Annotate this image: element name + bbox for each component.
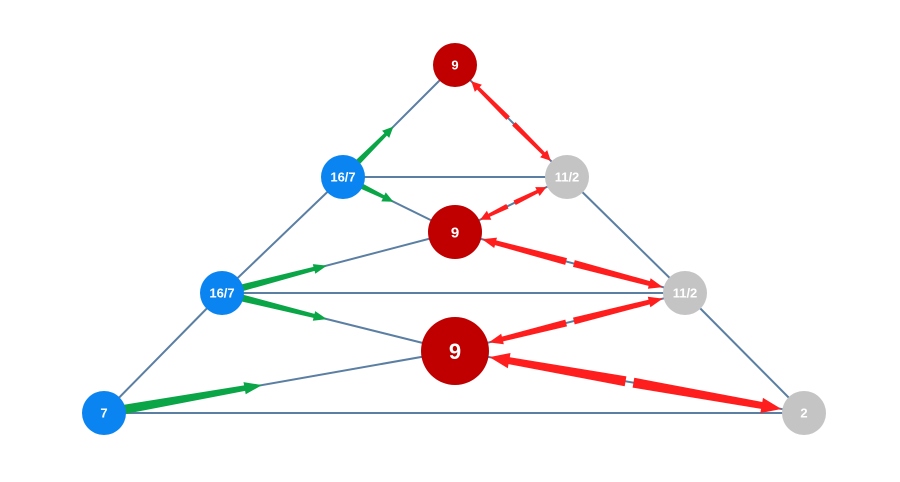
node-left1: 16/7 bbox=[321, 155, 365, 199]
red-arrow-center1-from-right2 bbox=[482, 237, 567, 265]
green-arrow-left2-center2 bbox=[233, 292, 327, 321]
node-center1: 9 bbox=[428, 205, 482, 259]
green-arrow-left1-top bbox=[350, 126, 394, 170]
node-circle bbox=[321, 155, 365, 199]
green-arrow-left1-center1 bbox=[353, 180, 394, 202]
node-right2: 11/2 bbox=[663, 271, 707, 315]
red-arrow-center2-from-right2 bbox=[488, 319, 567, 345]
edge-left2-bottomleft bbox=[103, 292, 223, 414]
red-arrow-bottomright-from-center2 bbox=[632, 377, 782, 414]
node-circle bbox=[663, 271, 707, 315]
red-arrow-right1-from-top bbox=[512, 122, 551, 161]
node-label: 16/7 bbox=[209, 286, 234, 301]
node-bottomleft: 7 bbox=[82, 391, 126, 435]
node-bottomright: 2 bbox=[782, 391, 826, 435]
red-arrow-center1-from-right1 bbox=[480, 204, 509, 220]
node-label: 2 bbox=[800, 406, 807, 421]
node-circle bbox=[545, 155, 589, 199]
node-circle bbox=[421, 317, 489, 385]
edge-right1-right2 bbox=[566, 176, 686, 294]
red-arrow-center2-from-bottomright bbox=[489, 353, 627, 387]
edge-right2-bottomright bbox=[684, 292, 805, 414]
edge-left1-left2 bbox=[221, 176, 344, 294]
node-label: 9 bbox=[449, 339, 461, 364]
node-label: 9 bbox=[451, 224, 459, 241]
red-arrow-right2-from-center2 bbox=[573, 296, 663, 325]
node-circle bbox=[200, 271, 244, 315]
node-label: 11/2 bbox=[673, 286, 698, 301]
node-left2: 16/7 bbox=[200, 271, 244, 315]
green-arrow-left2-center1 bbox=[233, 264, 327, 294]
node-right1: 11/2 bbox=[545, 155, 589, 199]
node-label: 11/2 bbox=[555, 170, 580, 185]
node-circle bbox=[782, 391, 826, 435]
node-label: 16/7 bbox=[330, 170, 355, 185]
node-circle bbox=[82, 391, 126, 435]
arrows bbox=[116, 81, 782, 416]
nodes: 9 16/7 11/2 9 16/7 11/2 9 7 2 bbox=[82, 43, 826, 435]
node-label: 9 bbox=[451, 58, 458, 73]
node-top: 9 bbox=[433, 43, 477, 87]
red-arrow-top-from-right1 bbox=[471, 81, 510, 120]
node-label: 7 bbox=[100, 406, 107, 421]
red-arrow-right2-from-center1 bbox=[573, 260, 663, 289]
red-arrow-right1-from-center1 bbox=[513, 187, 547, 205]
node-circle bbox=[428, 205, 482, 259]
green-arrow-bottomleft-center2 bbox=[116, 382, 262, 416]
node-center2: 9 bbox=[421, 317, 489, 385]
node-circle bbox=[433, 43, 477, 87]
